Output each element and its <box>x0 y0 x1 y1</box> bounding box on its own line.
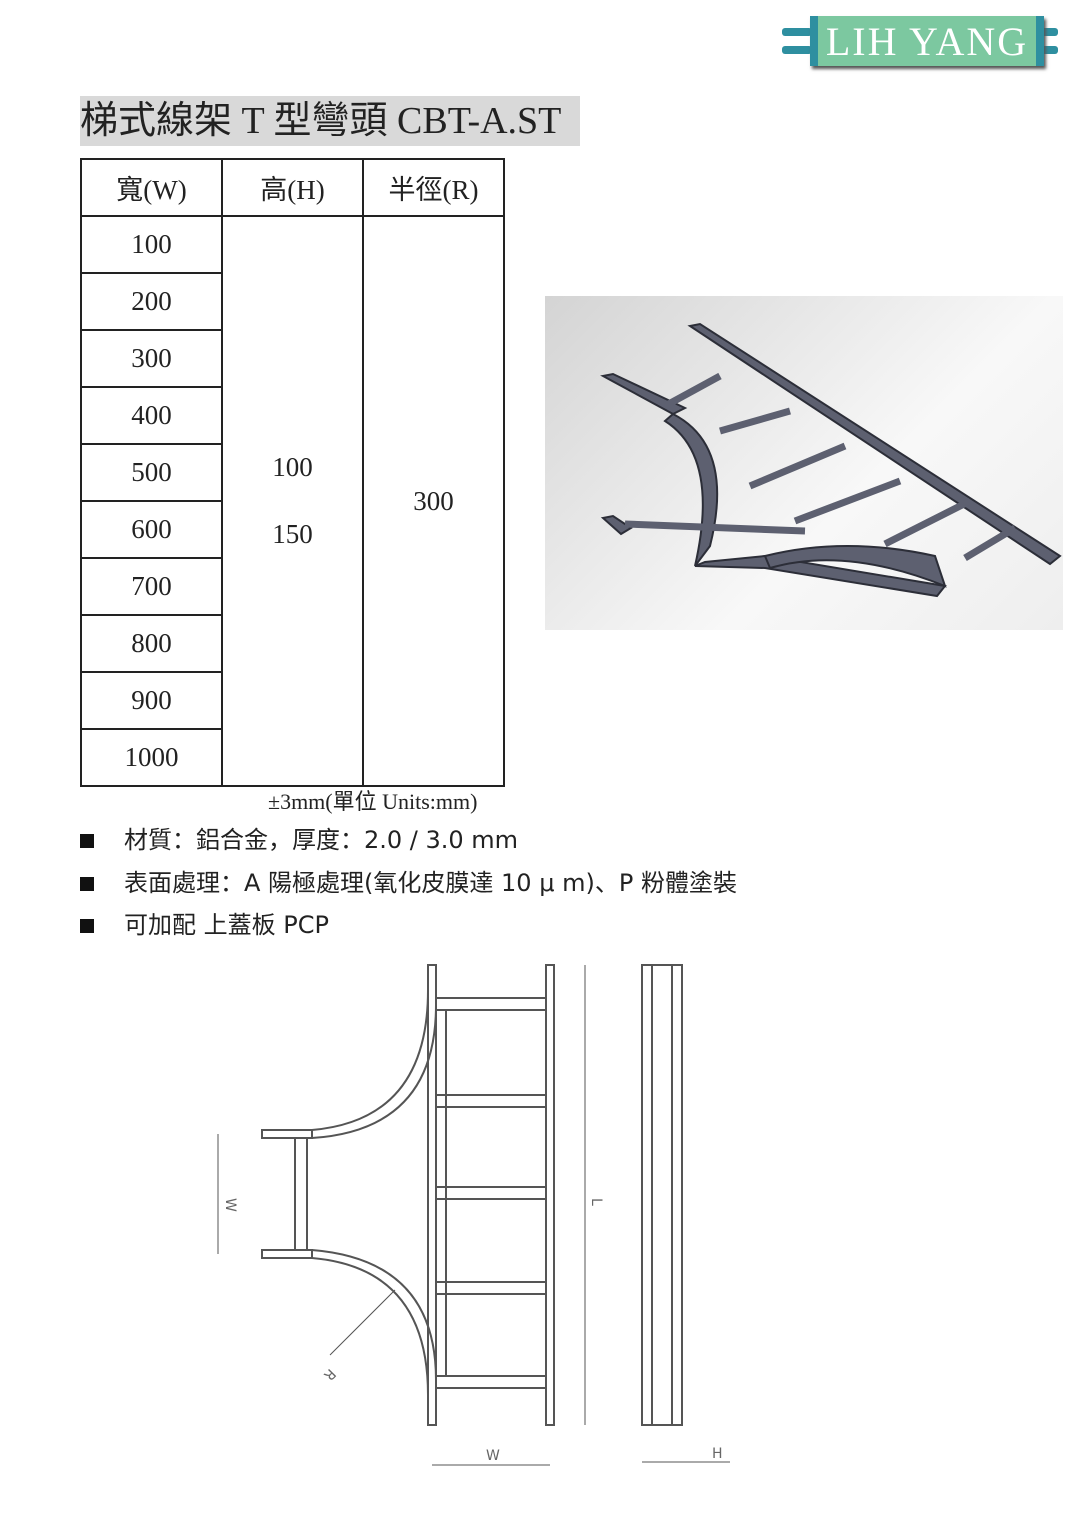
width-cell: 500 <box>80 443 223 502</box>
spec-item: 可加配 上蓋板 PCP <box>80 905 329 940</box>
label-l: L <box>588 1198 604 1206</box>
height-cell: 100 150 <box>221 215 364 787</box>
bullet-icon <box>80 919 94 933</box>
width-cell: 600 <box>80 500 223 559</box>
spec-text: 材質：鋁合金，厚度：2.0 / 3.0 mm <box>124 826 519 854</box>
lih-yang-logo: LIH YANG <box>782 14 1058 70</box>
height-value: 100 <box>272 452 313 482</box>
spec-item: 表面處理：A 陽極處理(氧化皮膜達 10 μ m)、P 粉體塗裝 <box>80 863 737 898</box>
radius-cell: 300 <box>362 215 505 787</box>
label-w-bottom: W <box>486 1448 500 1464</box>
header-radius: 半徑(R) <box>362 158 505 217</box>
page-title: 梯式線架 T 型彎頭 CBT-A.ST <box>80 96 580 146</box>
label-w-side: W <box>222 1198 238 1212</box>
width-cell: 1000 <box>80 728 223 787</box>
width-cell: 900 <box>80 671 223 730</box>
header-height: 高(H) <box>221 158 364 217</box>
bullet-icon <box>80 834 94 848</box>
3d-render-image <box>545 296 1063 630</box>
tolerance-note: ±3mm(單位 Units:mm) <box>268 789 478 814</box>
technical-drawing: W L R W H <box>200 955 760 1475</box>
width-cell: 300 <box>80 329 223 388</box>
width-cell: 400 <box>80 386 223 445</box>
height-value: 150 <box>272 519 313 549</box>
width-cell: 800 <box>80 614 223 673</box>
label-r: R <box>320 1365 338 1383</box>
dimension-table: 寬(W) 高(H) 半徑(R) 100 100 150 300 200 300 4… <box>80 158 505 787</box>
spec-text: 可加配 上蓋板 PCP <box>124 911 329 939</box>
width-cell: 700 <box>80 557 223 616</box>
header-width: 寬(W) <box>80 158 223 217</box>
label-h: H <box>712 1446 723 1462</box>
spec-item: 材質：鋁合金，厚度：2.0 / 3.0 mm <box>80 820 518 855</box>
width-cell: 200 <box>80 272 223 331</box>
bullet-icon <box>80 877 94 891</box>
spec-text: 表面處理：A 陽極處理(氧化皮膜達 10 μ m)、P 粉體塗裝 <box>124 869 737 897</box>
logo-text: LIH YANG <box>810 16 1044 66</box>
width-cell: 100 <box>80 215 223 274</box>
